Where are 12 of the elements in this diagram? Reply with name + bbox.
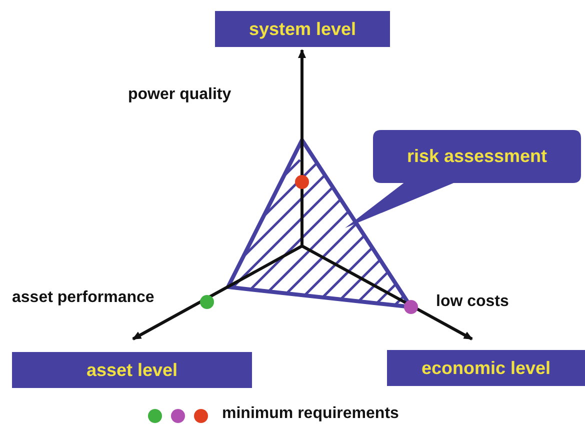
level-box: asset level — [12, 352, 252, 388]
axis-label: asset performance — [12, 289, 154, 307]
axis-label: power quality — [128, 86, 232, 104]
level-box: system level — [215, 11, 390, 47]
callout-text: risk assessment — [406, 146, 548, 167]
level-box: economic level — [387, 350, 585, 386]
axis-arrow — [298, 49, 306, 246]
legend-text: minimum requirements — [222, 405, 399, 423]
axis-label: low costs — [436, 293, 509, 311]
callout-pointer — [345, 182, 456, 228]
axis-arrow — [132, 244, 303, 340]
axis-arrow — [301, 244, 473, 340]
